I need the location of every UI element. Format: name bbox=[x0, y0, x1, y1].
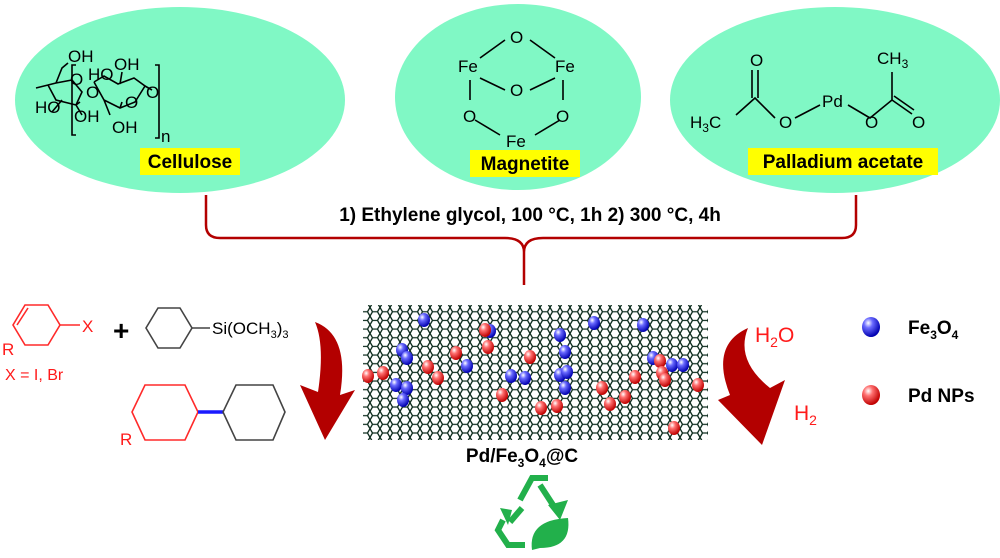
fe3o4-legend-label: Fe3O4 bbox=[908, 318, 959, 342]
r-text: R bbox=[2, 340, 14, 359]
o-text: O bbox=[865, 113, 878, 132]
left-curved-arrow bbox=[300, 322, 355, 440]
h2-label: H2 bbox=[794, 402, 817, 428]
o-text: O bbox=[125, 93, 138, 112]
pd-legend-label: Pd NPs bbox=[908, 386, 975, 407]
fe3o4-particle bbox=[677, 358, 689, 372]
r-text: R bbox=[120, 430, 132, 449]
ho-text: HO bbox=[35, 98, 61, 117]
pd-particle bbox=[659, 373, 671, 387]
fe3o4-particle bbox=[559, 381, 571, 395]
pd-particle bbox=[551, 399, 563, 413]
fe3o4-particle bbox=[461, 359, 473, 373]
right-curved-arrow bbox=[718, 328, 785, 445]
magnetite-ellipse bbox=[395, 4, 641, 190]
fe-text: Fe bbox=[506, 132, 526, 151]
o-text: O bbox=[463, 107, 476, 126]
pd-particle bbox=[692, 378, 704, 392]
cellulose-label: Cellulose bbox=[148, 152, 232, 173]
recycle-arrowhead bbox=[500, 500, 568, 525]
cellulose-ellipse bbox=[15, 7, 345, 193]
palladium-acetate-ellipse bbox=[670, 7, 1000, 193]
fe-text: Fe bbox=[555, 57, 575, 76]
reaction-brace bbox=[204, 195, 858, 285]
plus-sign: + bbox=[113, 315, 129, 346]
o-text: O bbox=[750, 51, 763, 70]
ch3-text: CH3 bbox=[877, 49, 909, 71]
biphenyl-product: R bbox=[120, 384, 286, 449]
pd-particle bbox=[432, 371, 444, 385]
pd-particle bbox=[482, 340, 494, 354]
pd-particle bbox=[422, 360, 434, 374]
pd-particle bbox=[535, 401, 547, 415]
ho-text: HO bbox=[88, 65, 114, 84]
pd-particle bbox=[604, 397, 616, 411]
pd-particle bbox=[450, 346, 462, 360]
n-subscript: n bbox=[161, 127, 170, 146]
palladium-acetate-highlight bbox=[748, 148, 938, 175]
pd-legend-icon bbox=[862, 385, 880, 405]
fe3o4-particle bbox=[401, 351, 413, 365]
fe3o4-particle bbox=[559, 345, 571, 359]
magnetite-label: Magnetite bbox=[481, 154, 570, 175]
pd-particle bbox=[619, 390, 631, 404]
palladium-acetate-structure: O H3C O Pd O CH3 O bbox=[690, 49, 925, 135]
o-text: O bbox=[510, 28, 523, 47]
fe3o4-particle bbox=[397, 393, 409, 407]
fe3o4-particle bbox=[505, 369, 517, 383]
fe3o4-particle bbox=[519, 371, 531, 385]
oh-text: OH bbox=[74, 107, 100, 126]
x-text: X bbox=[82, 317, 93, 336]
silane-text: Si(OCH3)3 bbox=[212, 319, 288, 341]
o-text: O bbox=[146, 83, 159, 102]
fe3o4-particle bbox=[554, 328, 566, 342]
cellulose-highlight bbox=[140, 148, 240, 175]
fe3o4-particle bbox=[401, 381, 413, 395]
pd-particle bbox=[377, 366, 389, 380]
pd-particle bbox=[362, 369, 374, 383]
fe3o4-particle bbox=[390, 378, 402, 392]
pd-particle bbox=[496, 388, 508, 402]
oh-text: OH bbox=[112, 118, 138, 137]
pd-particle bbox=[479, 323, 491, 337]
fe3o4-particle bbox=[588, 316, 600, 330]
o-text: O bbox=[510, 81, 523, 100]
oh-text: OH bbox=[114, 55, 140, 74]
phenyl-silane: Si(OCH3)3 bbox=[145, 307, 288, 349]
fe3o4-particle bbox=[637, 318, 649, 332]
h3c-text: H3C bbox=[690, 113, 721, 135]
oh-text: OH bbox=[68, 47, 94, 66]
magnetite-structure: O Fe Fe O O O Fe bbox=[458, 28, 575, 151]
catalyst-label: Pd/Fe3O4@C bbox=[466, 446, 578, 470]
fe3o4-legend-icon bbox=[862, 317, 880, 337]
x-definition: X = I, Br bbox=[5, 367, 64, 384]
h2o-label: H2O bbox=[755, 324, 794, 350]
aryl-halide: X R X = I, Br bbox=[2, 304, 93, 384]
conditions-text: 1) Ethylene glycol, 100 °C, 1h 2) 300 °C… bbox=[339, 205, 721, 226]
o-text: O bbox=[86, 83, 99, 102]
o-text: O bbox=[912, 113, 925, 132]
palladium-acetate-label: Palladium acetate bbox=[763, 152, 924, 173]
cellulose-structure: OH O HO OH O HO OH O O OH n bbox=[35, 47, 170, 146]
fe3o4-particle bbox=[561, 365, 573, 379]
nanoparticles bbox=[362, 313, 704, 435]
magnetite-highlight bbox=[470, 150, 580, 177]
o-text: O bbox=[779, 113, 792, 132]
pd-particle bbox=[668, 421, 680, 435]
fe3o4-particle bbox=[666, 358, 678, 372]
o-text: O bbox=[556, 107, 569, 126]
o-text: O bbox=[70, 70, 83, 89]
pd-particle bbox=[596, 381, 608, 395]
fe3o4-particle bbox=[418, 313, 430, 327]
pd-text: Pd bbox=[822, 92, 843, 111]
leaf-icon bbox=[531, 518, 569, 550]
recycle-icon bbox=[494, 475, 558, 548]
pd-particle bbox=[654, 354, 666, 368]
pd-particle bbox=[524, 350, 536, 364]
pd-particle bbox=[629, 370, 641, 384]
graphene-support bbox=[363, 305, 708, 440]
fe-text: Fe bbox=[458, 57, 478, 76]
